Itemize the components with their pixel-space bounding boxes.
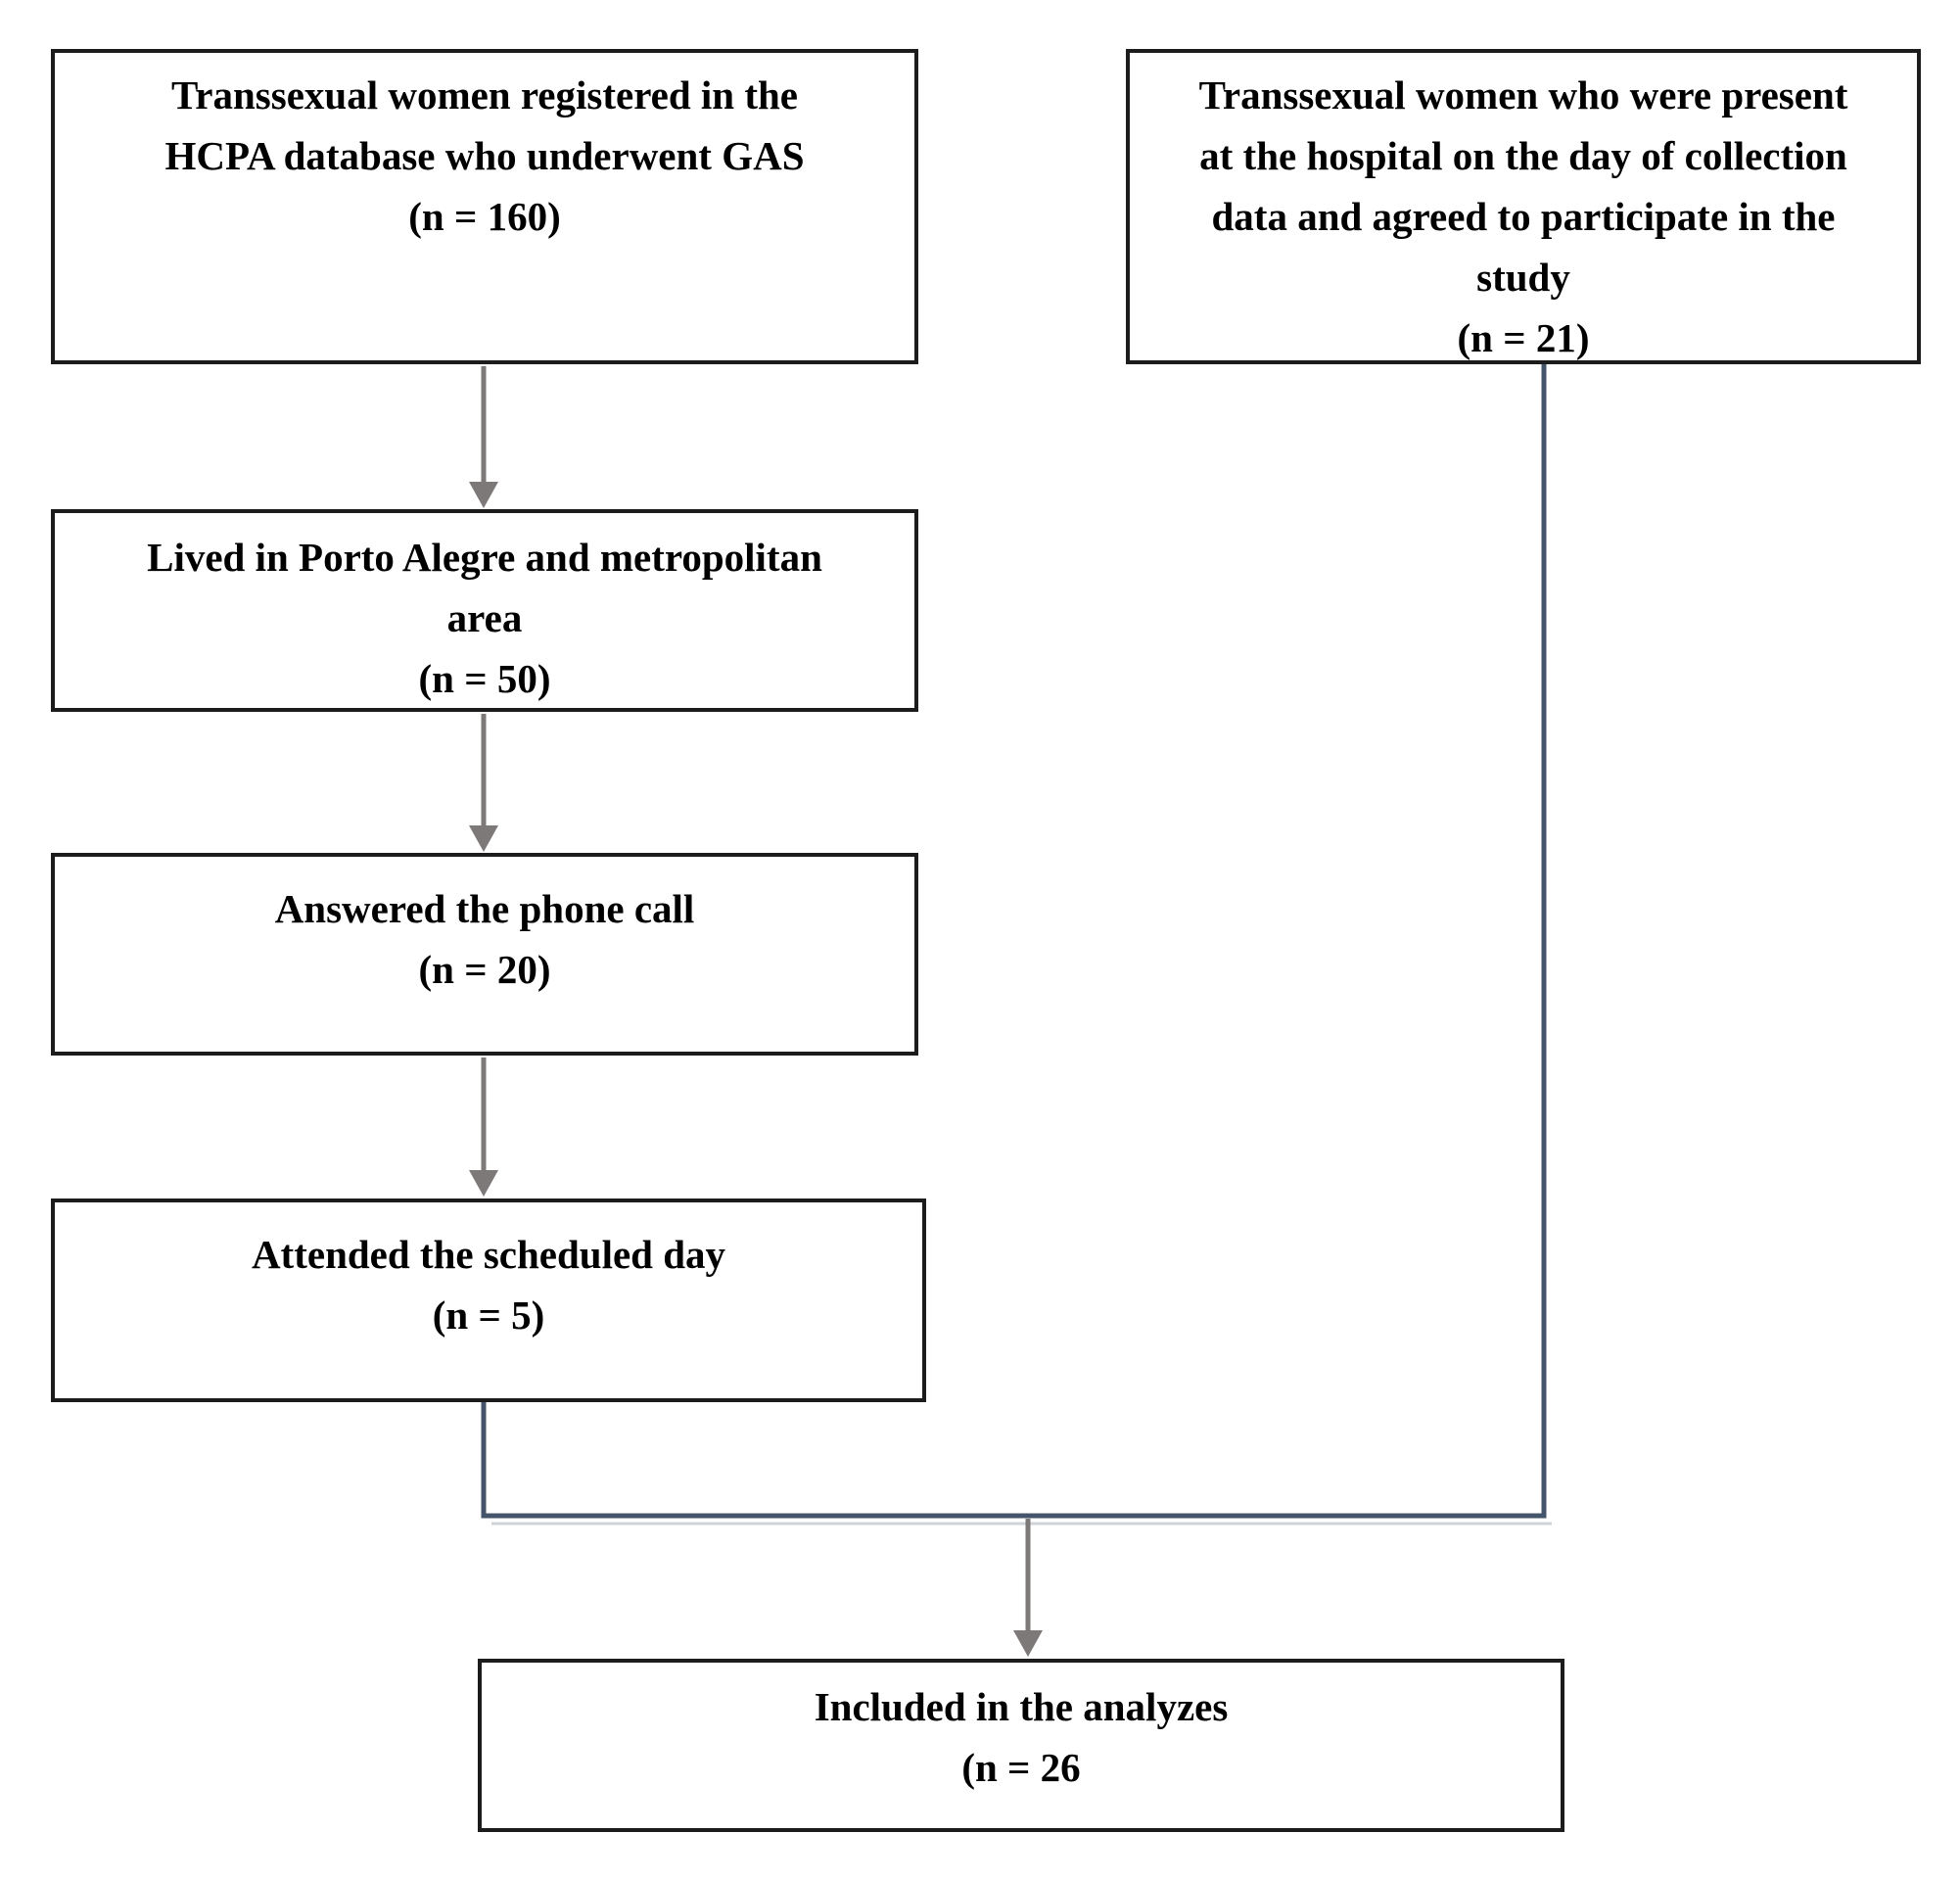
flow-step-text: Transsexual women who were present	[1198, 72, 1848, 118]
flow-step-included: Included in the analyzes (n = 26	[478, 1659, 1564, 1832]
flow-step-text: Attended the scheduled day	[251, 1232, 726, 1277]
flow-step-text: Transsexual women registered in the	[170, 72, 799, 118]
flow-step-text: at the hospital on the day of collection	[1199, 133, 1847, 178]
flow-step-count: (n = 50)	[418, 656, 551, 701]
flow-step-count: (n = 160)	[408, 194, 561, 239]
flow-step-count: (n = 21)	[1457, 315, 1590, 360]
flow-step-present: Transsexual women who were present at th…	[1126, 49, 1921, 364]
arrow-registered-to-lived	[469, 366, 498, 508]
flow-step-text: Included in the analyzes	[814, 1684, 1229, 1729]
flow-step-text: HCPA database who underwent GAS	[164, 133, 805, 178]
flow-step-answered: Answered the phone call (n = 20)	[51, 853, 918, 1056]
flow-step-registered: Transsexual women registered in the HCPA…	[51, 49, 918, 364]
flow-step-text: data and agreed to participate in the	[1211, 194, 1836, 239]
flow-step-text: area	[446, 595, 523, 640]
flow-step-count: (n = 26	[961, 1745, 1081, 1790]
flow-step-count: (n = 5)	[432, 1292, 545, 1338]
flow-step-count: (n = 20)	[418, 947, 551, 992]
flow-step-text: Answered the phone call	[274, 886, 695, 931]
flow-step-lived: Lived in Porto Alegre and metropolitan a…	[51, 509, 918, 712]
flow-step-text: study	[1476, 255, 1570, 300]
flow-step-text: Lived in Porto Alegre and metropolitan	[147, 535, 822, 580]
arrow-lived-to-answered	[469, 714, 498, 852]
flow-step-attended: Attended the scheduled day (n = 5)	[51, 1198, 926, 1402]
arrow-answered-to-attended	[469, 1058, 498, 1197]
arrow-merge-to-included	[1013, 1519, 1043, 1657]
